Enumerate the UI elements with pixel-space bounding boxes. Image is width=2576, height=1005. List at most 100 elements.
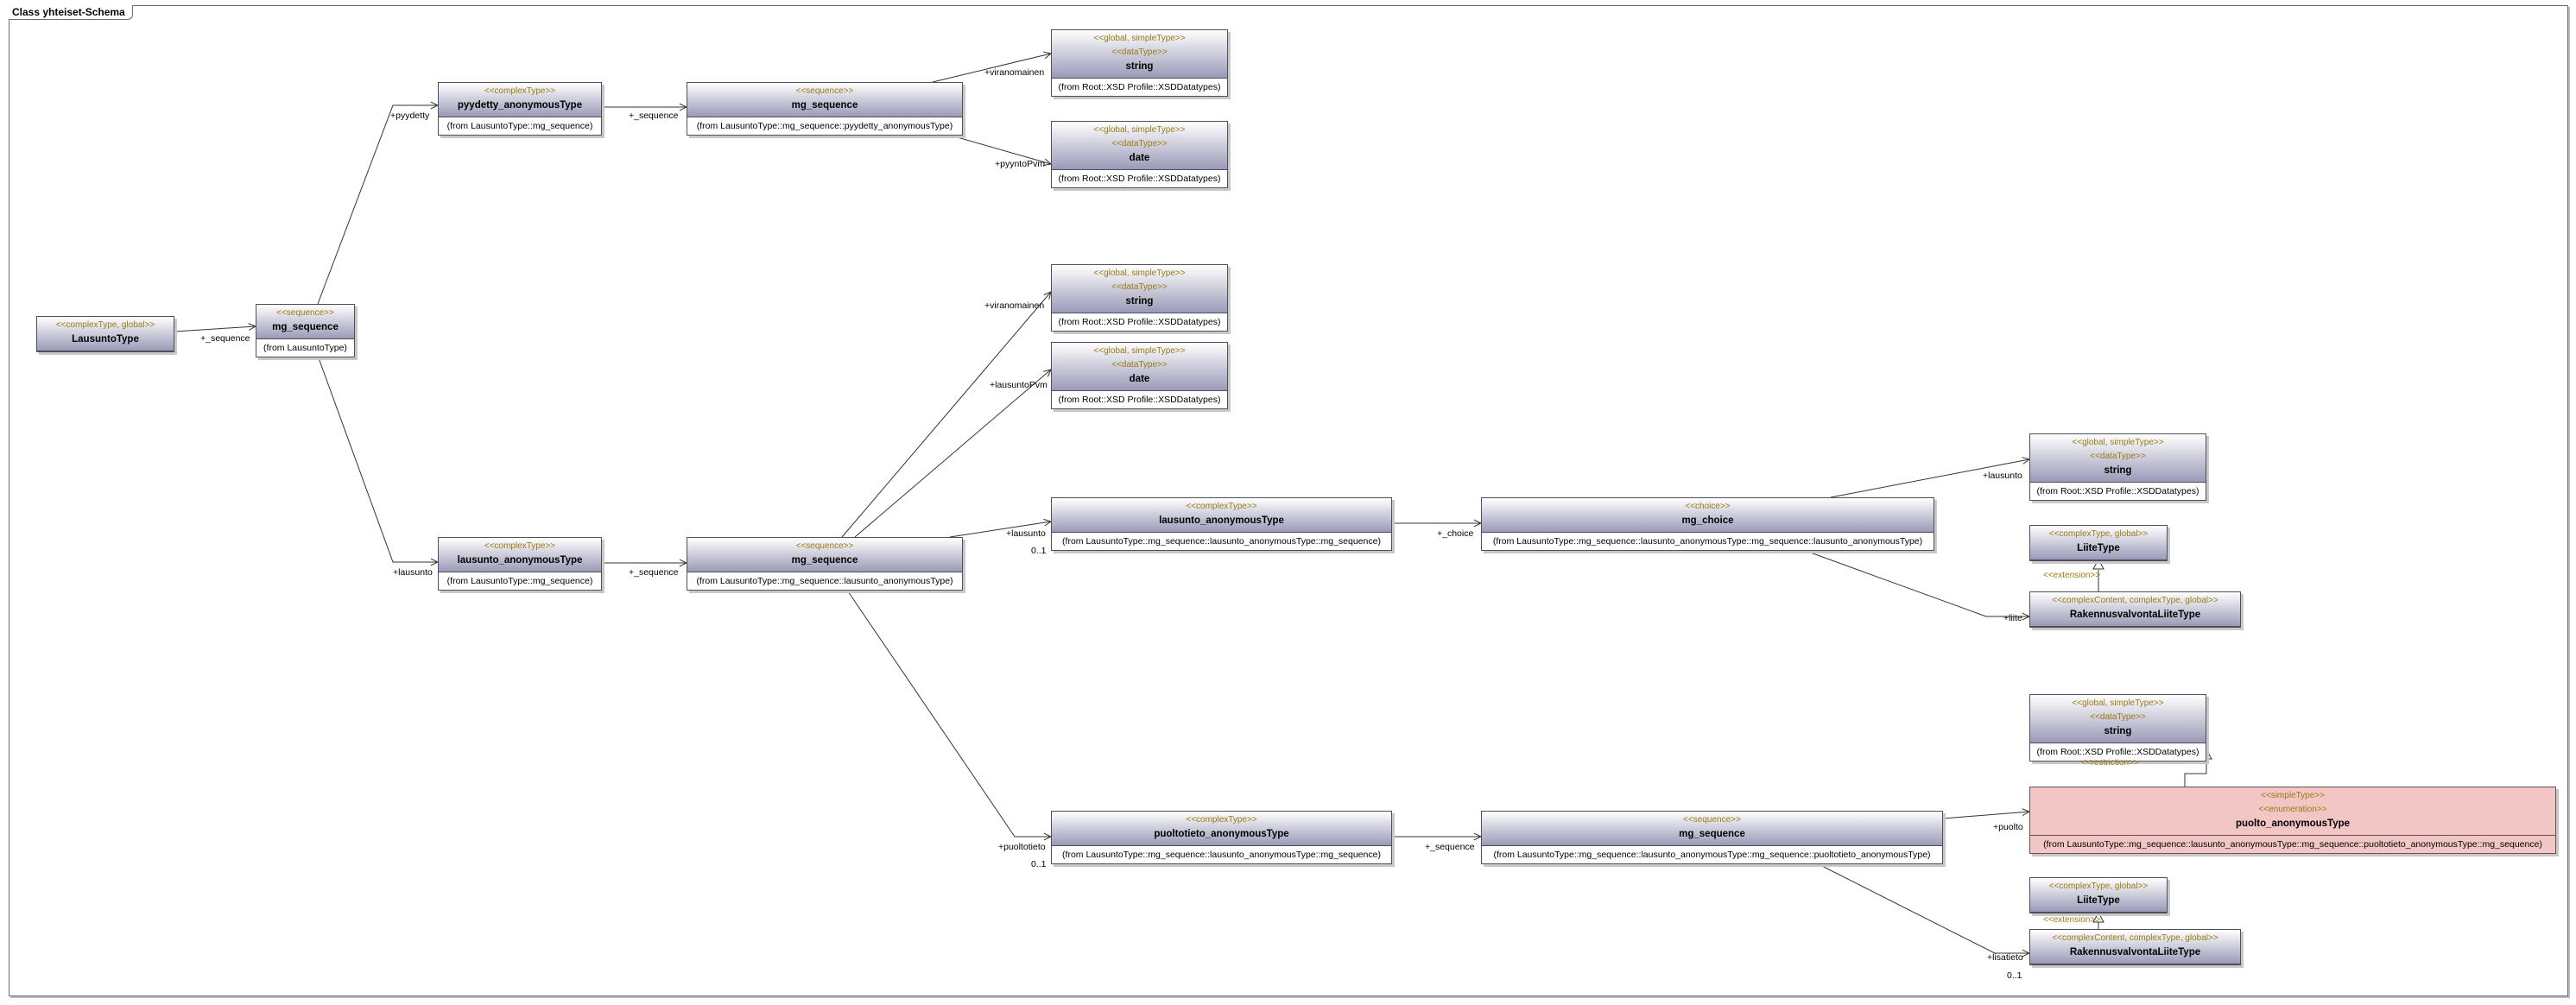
class-box-mg-choice[interactable]: <<choice>>mg_choice(from LausuntoType::m…: [1481, 497, 1934, 551]
class-box-string-1[interactable]: <<global, simpleType>> <<dataType>> string…: [1051, 29, 1228, 97]
class-box-liite-1[interactable]: <<complexType, global>>LiiteType: [2029, 525, 2168, 561]
edge-label: +puoltotieto: [998, 842, 1046, 852]
class-header: <<complexType>>pyydetty_anonymousType: [439, 83, 601, 117]
edge-label: +_sequence: [1425, 842, 1475, 852]
edge-label: +lausunto: [393, 567, 433, 578]
class-name: lausunto_anonymousType: [1159, 515, 1284, 526]
class-header: <<global, simpleType>> <<dataType>> string: [1052, 30, 1227, 79]
class-origin: (from LausuntoType::mg_sequence::lausunt…: [696, 576, 953, 586]
class-stereotype: <<global, simpleType>>: [1093, 346, 1186, 356]
class-header: <<complexType>> lausunto_anonymousType: [439, 538, 601, 572]
class-stereotype: <<global, simpleType>>: [1093, 34, 1186, 43]
class-origin: (from Root::XSD Profile::XSDDatatypes): [1058, 395, 1221, 405]
class-header: <<complexType, global>>LiiteType: [2030, 526, 2167, 560]
edge-pyydetty: [317, 104, 438, 305]
class-name: mg_sequence: [272, 322, 339, 332]
class-header: <<choice>>mg_choice: [1482, 498, 1934, 533]
class-header: <<global, simpleType>><<dataType>>string: [1052, 265, 1227, 313]
edge-puoltotieto: [845, 588, 1051, 838]
class-stereotype: <<dataType>>: [2090, 712, 2146, 722]
class-box-date-1[interactable]: <<global, simpleType>><<dataType>>date(f…: [1051, 121, 1228, 188]
relation-stereotype: <<restriction>>: [2081, 758, 2139, 768]
class-stereotype: <<complexContent, complexType, global>>: [2052, 933, 2218, 943]
relation-stereotype: <<extension>>: [2043, 571, 2101, 580]
class-box-string-3[interactable]: <<global, simpleType>><<dataType>>string…: [2029, 433, 2206, 501]
class-name: mg_choice: [1681, 515, 1734, 526]
class-origin: (from LausuntoType::mg_sequence): [446, 121, 593, 131]
class-header: <<complexType, global>>LausuntoType: [37, 317, 174, 351]
edge-puolto: [1942, 811, 2030, 819]
class-name: string: [2104, 726, 2132, 736]
class-origin: (from LausuntoType::mg_sequence::lausunt…: [1062, 850, 1381, 860]
class-name: date: [1129, 153, 1150, 163]
class-stereotype: <<complexContent, complexType, global>>: [2052, 596, 2218, 605]
edge-label: +_sequence: [200, 333, 250, 344]
class-box-mg-seq-pyydetty[interactable]: <<sequence>> mg_sequence (from LausuntoTyp…: [687, 82, 963, 136]
class-origin: (from LausuntoType::mg_sequence::lausunt…: [2043, 839, 2542, 850]
class-header: <<simpleType>><<enumeration>>puolto_anon…: [2030, 787, 2555, 836]
class-box-LausuntoType[interactable]: <<complexType, global>>LausuntoType: [36, 316, 174, 352]
class-name: string: [1125, 296, 1154, 307]
class-name: pyydetty_anonymousType: [457, 100, 583, 111]
edge-lausunto-3: [1830, 458, 2030, 498]
class-box-lausunto-t2[interactable]: <<complexType>>lausunto_anonymousType(fr…: [1051, 497, 1392, 551]
class-header: <<sequence>>mg_sequence: [1482, 812, 1942, 846]
edge-viranomainen-2: [841, 291, 1052, 538]
relation-stereotype: <<extension>>: [2043, 915, 2101, 925]
class-header: <<complexContent, complexType, global>> R…: [2030, 592, 2240, 627]
class-stereotype: <<complexType, global>>: [2048, 882, 2149, 891]
edge-label: 0..1: [2007, 970, 2022, 981]
class-box-rak-2[interactable]: <<complexContent, complexType, global>> R…: [2029, 929, 2241, 965]
class-origin: (from LausuntoType::mg_sequence): [446, 576, 593, 586]
class-name: mg_sequence: [791, 100, 858, 111]
class-origin: (from Root::XSD Profile::XSDDatatypes): [1058, 317, 1221, 327]
class-origin: (from LausuntoType::mg_sequence::pyydett…: [696, 121, 953, 131]
class-origin: (from Root::XSD Profile::XSDDatatypes): [1058, 82, 1221, 92]
class-box-mg-seq-lausunto[interactable]: <<sequence>>mg_sequence (from LausuntoTyp…: [687, 537, 963, 591]
class-box-liite-2[interactable]: <<complexType, global>> LiiteType: [2029, 877, 2168, 913]
diagram-title: Class yhteiset-Schema: [9, 5, 133, 20]
class-origin: (from Root::XSD Profile::XSDDatatypes): [2036, 486, 2199, 496]
class-box-rak-1[interactable]: <<complexContent, complexType, global>> R…: [2029, 591, 2241, 628]
edge-lisatieto: [1813, 861, 2029, 954]
class-stereotype: <<dataType>>: [1111, 360, 1168, 370]
class-stereotype: <<global, simpleType>>: [2072, 698, 2164, 708]
class-box-mg-seq-root[interactable]: <<sequence>>mg_sequence(from LausuntoTyp…: [256, 304, 355, 357]
edge-label: +lausuntoPvm: [990, 380, 1047, 390]
class-name: LiiteType: [2077, 895, 2120, 906]
class-box-puolto-enum[interactable]: <<simpleType>><<enumeration>>puolto_anon…: [2029, 787, 2556, 854]
class-box-lausunto-t[interactable]: <<complexType>> lausunto_anonymousType (fr…: [438, 537, 602, 591]
class-stereotype: <<sequence>>: [795, 86, 854, 96]
class-name: string: [1125, 61, 1154, 72]
class-name: RakennusvalvontaLiiteType: [2069, 947, 2201, 958]
class-stereotype: <<dataType>>: [2090, 452, 2146, 461]
class-origin: (from LausuntoType::mg_sequence::lausunt…: [1492, 536, 1923, 547]
edge-label: +lisatieto: [1987, 952, 2023, 963]
class-box-pyydetty-t[interactable]: <<complexType>>pyydetty_anonymousType (fr…: [438, 82, 602, 136]
class-stereotype: <<complexType>>: [1186, 502, 1257, 511]
edge-restriction: [2184, 760, 2207, 787]
edge-label: +lausunto: [1983, 471, 2022, 481]
class-header: <<global, simpleType>><<dataType>>string: [2030, 434, 2206, 483]
class-stereotype: <<global, simpleType>>: [1093, 125, 1186, 135]
class-name: RakennusvalvontaLiiteType: [2069, 610, 2201, 620]
class-stereotype: <<dataType>>: [1111, 47, 1168, 57]
class-stereotype: <<complexType>>: [484, 541, 556, 551]
class-name: string: [2104, 465, 2132, 476]
edge-label: +lausunto: [1006, 528, 1046, 539]
extension-1-triangle: [2092, 558, 2104, 570]
class-origin: (from LausuntoType::mg_sequence::lausunt…: [1493, 850, 1931, 860]
edge-label: +_sequence: [629, 111, 679, 121]
edge-lausunto: [317, 355, 438, 563]
class-box-string-2[interactable]: <<global, simpleType>><<dataType>>string…: [1051, 264, 1228, 332]
class-header: <<complexType>> lausunto_anonymousType: [1052, 498, 1391, 533]
class-header: <<sequence>>mg_sequence: [687, 538, 962, 572]
class-header: <<complexType, global>> LiiteType: [2030, 878, 2167, 913]
class-box-date-2[interactable]: <<global, simpleType>><<dataType>>date(f…: [1051, 342, 1228, 409]
class-box-puolto-t[interactable]: <<complexType>>puoltotieto_anonymousType…: [1051, 811, 1392, 864]
class-header: <<global, simpleType>><<dataType>>date: [1052, 343, 1227, 391]
class-name: lausunto_anonymousType: [457, 555, 583, 566]
class-box-mg-seq-puolto[interactable]: <<sequence>>mg_sequence (from LausuntoTyp…: [1481, 811, 1943, 864]
class-box-string-4[interactable]: <<global, simpleType>> <<dataType>> string…: [2029, 694, 2206, 762]
